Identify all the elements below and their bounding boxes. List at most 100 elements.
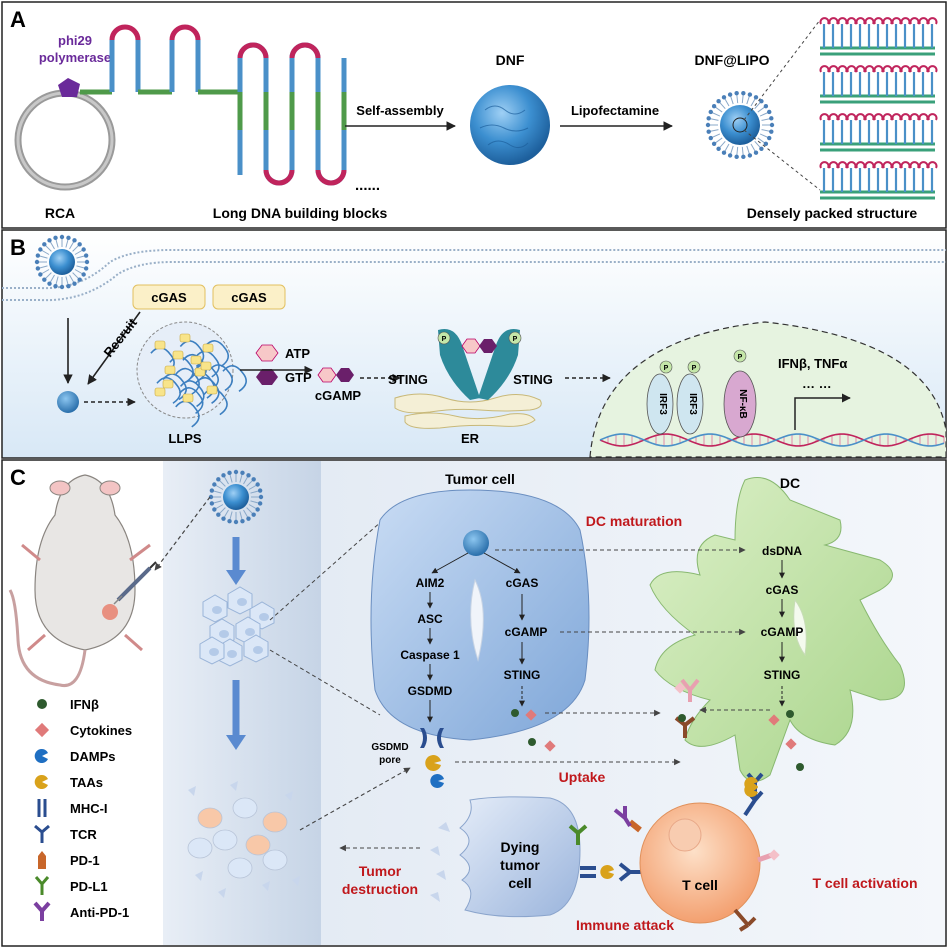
- llps-content: [150, 333, 247, 428]
- bound-cgamp-b: [479, 339, 497, 353]
- dying-tumor-cell: [459, 796, 581, 918]
- irf3-label-1: IRF3: [657, 393, 668, 415]
- irf3-1: [646, 373, 674, 435]
- tumor-destruction-label-2: destruction: [342, 881, 418, 897]
- ifnb-dot: [511, 709, 519, 717]
- pd1-bottom: [733, 908, 757, 932]
- packed-label: Densely packed structure: [747, 205, 918, 221]
- long-dna-blocks: [237, 42, 347, 186]
- asc-label: ASC: [417, 612, 443, 626]
- nucleus: [589, 321, 947, 458]
- cgas-label-2: cGAS: [231, 290, 267, 305]
- phospho-label: P: [664, 365, 669, 372]
- sting-right-shape: [478, 329, 520, 400]
- debris: [430, 822, 450, 902]
- llps-label: LLPS: [168, 431, 202, 446]
- ifnb-dot: [796, 763, 804, 771]
- phospho-icon: [687, 360, 701, 374]
- dna-strand: [80, 24, 240, 95]
- phospho-label: P: [692, 365, 697, 372]
- dnf-small-ball: [57, 391, 79, 413]
- phospho-label: P: [513, 336, 518, 343]
- self-assembly-label: Self-assembly: [356, 103, 444, 118]
- polymerase-label-2: polymerase: [39, 50, 111, 65]
- caspase-label: Caspase 1: [400, 648, 460, 662]
- damp-icon: [430, 774, 444, 789]
- dying-label-2: tumor: [500, 857, 540, 873]
- dnf-lipo-label: DNF@LIPO: [694, 52, 769, 68]
- transcription-arrow: [794, 393, 851, 430]
- er-label: ER: [461, 431, 480, 446]
- dnf-ball: [470, 85, 550, 165]
- dc-nucleus: [793, 598, 807, 657]
- legend-label: DAMPs: [70, 749, 116, 764]
- pdl1-icon: [34, 876, 50, 895]
- tcr-icon: [34, 824, 50, 843]
- aim2-pathway: AIM2 ASC Caspase 1 GSDMD: [400, 576, 460, 723]
- nucleus-c: [470, 578, 484, 662]
- aim2-label: AIM2: [416, 576, 445, 590]
- dc-sting-label: STING: [764, 668, 801, 682]
- building-blocks-label: Long DNA building blocks: [213, 205, 388, 221]
- ifnb-dot: [678, 714, 686, 722]
- phospho-label: P: [442, 336, 447, 343]
- nfkb-label: NF-κB: [737, 389, 748, 418]
- legend-label: TAAs: [70, 775, 103, 790]
- legend-label: IFNβ: [70, 697, 99, 712]
- output-label: IFNβ, TNFα: [778, 356, 847, 371]
- legend-label: PD-1: [70, 853, 100, 868]
- path-arrow: [431, 552, 469, 574]
- dots-label: ......: [355, 177, 380, 194]
- cytokine-diamond: [544, 740, 556, 752]
- dnf-label: DNF: [496, 52, 525, 68]
- dsdna-label: dsDNA: [762, 544, 802, 558]
- legend-label: Anti-PD-1: [70, 905, 129, 920]
- anti-pd1-antibody: [613, 806, 632, 828]
- legend-label: TCR: [70, 827, 97, 842]
- cgas-box-1: [132, 284, 206, 310]
- gsdmd-pore-label-2: pore: [379, 755, 401, 766]
- atp-icon: [255, 344, 279, 362]
- pd1-receptor: [628, 819, 642, 833]
- phospho-icon: [733, 349, 747, 363]
- polymerase-icon: [58, 78, 80, 97]
- pacman-icon: [34, 749, 48, 763]
- dc-cgas-label: cGAS: [766, 583, 799, 597]
- ifnb-dot: [786, 710, 794, 718]
- path-arrow: [483, 552, 521, 574]
- zoom-line-c1: [269, 504, 401, 621]
- t-cell-activation-label: T cell activation: [812, 875, 917, 891]
- antibody-icon: [33, 901, 51, 921]
- cgas-c-label: cGAS: [506, 576, 539, 590]
- t-cell-nucleus: [668, 818, 702, 852]
- dc-maturation-label: DC maturation: [586, 513, 682, 529]
- sting-left-label: STING: [388, 372, 428, 387]
- mouse-illustration: [8, 474, 157, 688]
- cytokine-diamond: [768, 714, 780, 726]
- gsdmd-pore-icon: [420, 728, 444, 748]
- er-membrane: [394, 393, 542, 414]
- dendritic-cell: [649, 477, 905, 782]
- dc-cgamp-label: cGAMP: [761, 625, 804, 639]
- recruit-arrow: [87, 311, 141, 385]
- dnf-lipo-particle-b: [34, 234, 90, 290]
- gtp-icon: [256, 369, 278, 385]
- more-label: … …: [802, 376, 832, 391]
- cgas-label-1: cGAS: [151, 290, 187, 305]
- panel-a: A phi29 polymerase: [1, 1, 947, 229]
- tumor-destruction-label-1: Tumor: [359, 863, 402, 879]
- phospho-label: P: [738, 354, 743, 361]
- pd1-icon: [38, 851, 46, 869]
- cgamp-label-b: cGAMP: [315, 388, 362, 403]
- uptake-label: Uptake: [559, 769, 606, 785]
- tumor-cell-cluster: [199, 586, 275, 667]
- ifnb-dot: [528, 738, 536, 746]
- dying-label-3: cell: [508, 875, 531, 891]
- panel-b: B cGAS cGAS Recruit LLPS ATP GTP cGAMP: [1, 229, 947, 459]
- dc-pathway: dsDNA cGAS cGAMP STING: [761, 544, 804, 707]
- immune-attack-label: Immune attack: [576, 917, 674, 933]
- lipofectamine-label: Lipofectamine: [571, 103, 659, 118]
- taa-presented: [600, 865, 614, 880]
- nfkb-shape: [723, 370, 757, 438]
